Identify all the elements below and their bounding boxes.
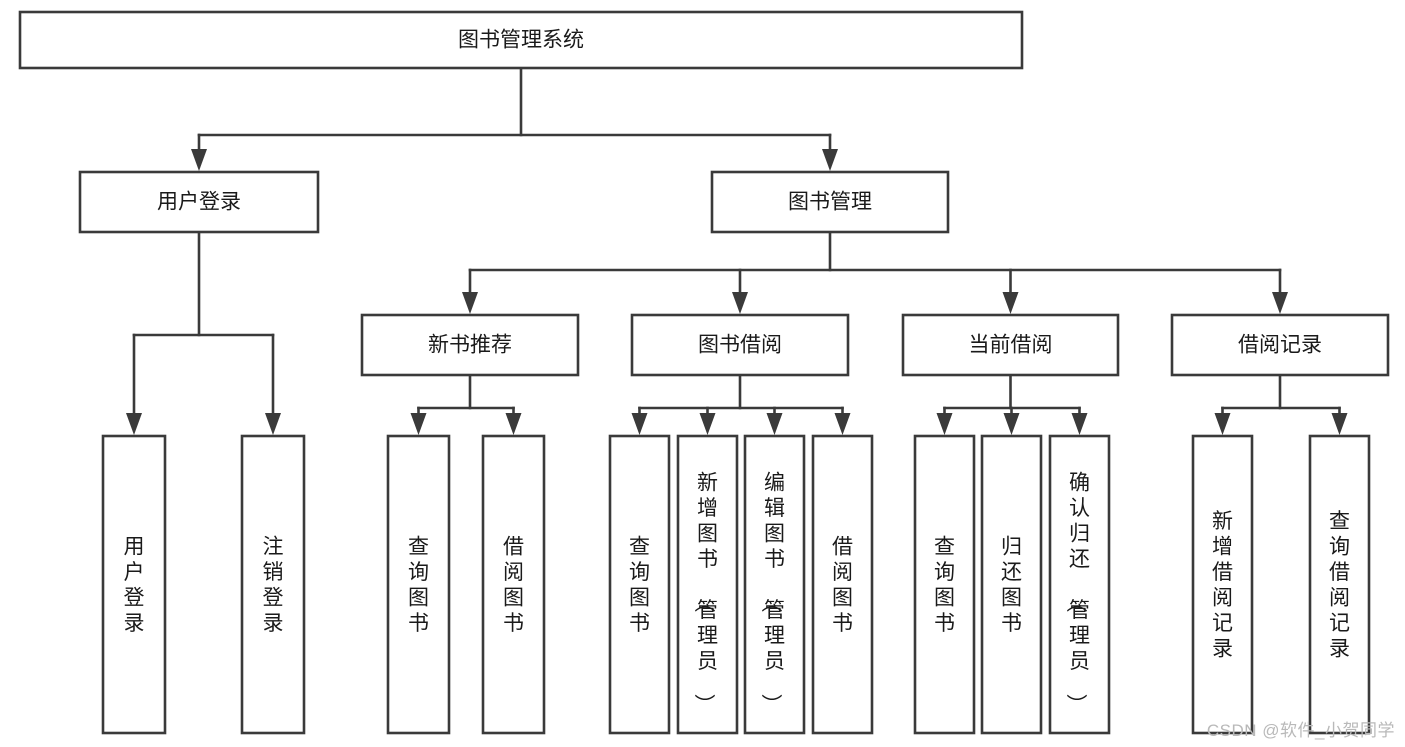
arrow-head-icon (1003, 413, 1020, 435)
node-user-login[interactable]: 用户登录 (78, 170, 320, 234)
arrow-head-icon (505, 413, 522, 435)
node-label: 新增借阅记录 (1212, 510, 1233, 661)
node-leaf-logout[interactable]: 注销登录 (240, 434, 306, 735)
node-label: 归还图书 (1001, 535, 1022, 635)
node-leaf-add-book[interactable]: 新增图书（管理员） (676, 434, 739, 735)
arrow-head-icon (766, 413, 783, 435)
node-box (676, 434, 739, 735)
arrow-head-icon (1071, 413, 1088, 435)
watermark-text: CSDN @软件_小贺同学 (1206, 721, 1395, 740)
arrow-head-icon (462, 292, 478, 314)
node-leaf-query-book-1[interactable]: 查询图书 (386, 434, 451, 735)
node-root[interactable]: 图书管理系统 (18, 10, 1024, 70)
node-label: 编辑图书（管理员） (759, 472, 785, 715)
node-label: 当前借阅 (969, 334, 1053, 357)
node-leaf-return-book[interactable]: 归还图书 (980, 434, 1043, 735)
node-current-borrow[interactable]: 当前借阅 (901, 313, 1120, 377)
node-box (1308, 434, 1371, 735)
node-label: 注销登录 (263, 535, 284, 635)
node-box (980, 434, 1043, 735)
node-box (1170, 313, 1390, 377)
node-label: 确认归还（管理员） (1064, 472, 1090, 715)
node-box (78, 170, 320, 234)
arrow-head-icon (631, 413, 648, 435)
arrow-head-icon (265, 413, 281, 435)
node-leaf-add-record[interactable]: 新增借阅记录 (1191, 434, 1254, 735)
node-new-book-recommend[interactable]: 新书推荐 (360, 313, 580, 377)
node-box (901, 313, 1120, 377)
node-label: 查询图书 (629, 535, 650, 635)
node-box (811, 434, 874, 735)
arrow-head-icon (699, 413, 716, 435)
node-label: 查询图书 (934, 535, 955, 635)
node-leaf-query-record[interactable]: 查询借阅记录 (1308, 434, 1371, 735)
node-box (743, 434, 806, 735)
node-leaf-user-login[interactable]: 用户登录 (101, 434, 167, 735)
arrow-head-icon (1214, 413, 1231, 435)
node-label: 借阅图书 (503, 535, 524, 635)
node-label: 借阅记录 (1238, 334, 1322, 357)
arrow-head-icon (126, 413, 142, 435)
node-box (1191, 434, 1254, 735)
node-leaf-borrow-book-1[interactable]: 借阅图书 (481, 434, 546, 735)
node-layer: 图书管理系统用户登录图书管理新书推荐图书借阅当前借阅借阅记录用户登录注销登录查询… (18, 10, 1390, 735)
node-label: 图书管理系统 (458, 29, 584, 52)
node-box (608, 434, 671, 735)
node-leaf-borrow-book-2[interactable]: 借阅图书 (811, 434, 874, 735)
node-box (481, 434, 546, 735)
node-label: 新增图书（管理员） (692, 472, 718, 715)
node-box (386, 434, 451, 735)
arrow-head-icon (410, 413, 427, 435)
arrow-head-icon (191, 149, 207, 171)
node-leaf-query-book-3[interactable]: 查询图书 (913, 434, 976, 735)
arrow-head-icon (1331, 413, 1348, 435)
node-label: 借阅图书 (832, 535, 853, 635)
connector-layer (126, 66, 1348, 435)
node-book-manage[interactable]: 图书管理 (710, 170, 950, 234)
arrow-head-icon (732, 292, 748, 314)
node-box (360, 313, 580, 377)
node-box (1048, 434, 1111, 735)
node-box (913, 434, 976, 735)
node-box (101, 434, 167, 735)
node-label: 查询图书 (408, 535, 429, 635)
node-leaf-query-book-2[interactable]: 查询图书 (608, 434, 671, 735)
node-box (710, 170, 950, 234)
node-leaf-confirm-return[interactable]: 确认归还（管理员） (1048, 434, 1111, 735)
arrow-head-icon (1002, 292, 1019, 314)
node-label: 查询借阅记录 (1329, 510, 1350, 661)
node-label: 图书管理 (788, 191, 872, 214)
node-label: 用户登录 (157, 191, 241, 214)
node-borrow-record[interactable]: 借阅记录 (1170, 313, 1390, 377)
arrow-head-icon (1272, 292, 1288, 314)
node-leaf-edit-book[interactable]: 编辑图书（管理员） (743, 434, 806, 735)
node-book-borrow[interactable]: 图书借阅 (630, 313, 850, 377)
node-box (18, 10, 1024, 70)
node-label: 新书推荐 (428, 334, 512, 357)
arrow-head-icon (834, 413, 851, 435)
node-label: 用户登录 (124, 535, 145, 635)
node-label: 图书借阅 (698, 334, 782, 357)
arrow-head-icon (822, 149, 838, 171)
node-box (630, 313, 850, 377)
arrow-head-icon (936, 413, 953, 435)
node-box (240, 434, 306, 735)
